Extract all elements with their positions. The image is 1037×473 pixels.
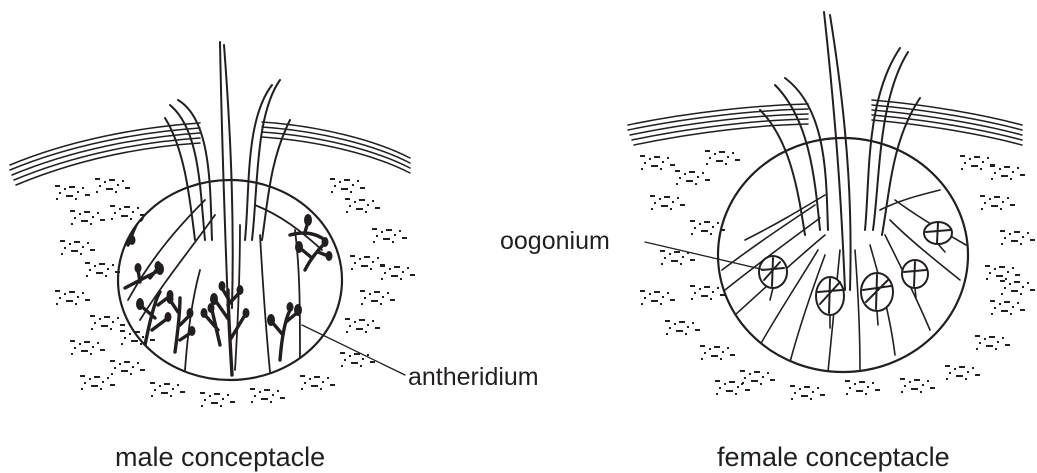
oogonium-cell: [816, 277, 844, 315]
male-conceptacle-caption: male conceptacle: [115, 442, 325, 472]
oogonium-leader-line: [645, 242, 765, 270]
oogonium-label: oogonium: [500, 227, 610, 255]
oogonium-cell: [861, 273, 893, 311]
oogonium-cell: [902, 260, 928, 288]
male-ostiole-hairs: [165, 42, 290, 308]
antheridium-label: antheridium: [408, 363, 539, 391]
antheridium-leader-line: [302, 325, 405, 375]
female-conceptacle-caption: female conceptacle: [717, 442, 950, 472]
oogonium-cell: [924, 222, 952, 244]
male-tissue-stipple: [55, 178, 415, 407]
oogonium-cell: [759, 256, 787, 288]
male-surface-layer: [10, 122, 410, 185]
male-conceptacle-drawing: antheridium male conceptacle: [10, 42, 539, 472]
female-oogonia: [759, 222, 952, 328]
female-conceptacle-drawing: oogonium female conceptacle: [500, 12, 1035, 472]
